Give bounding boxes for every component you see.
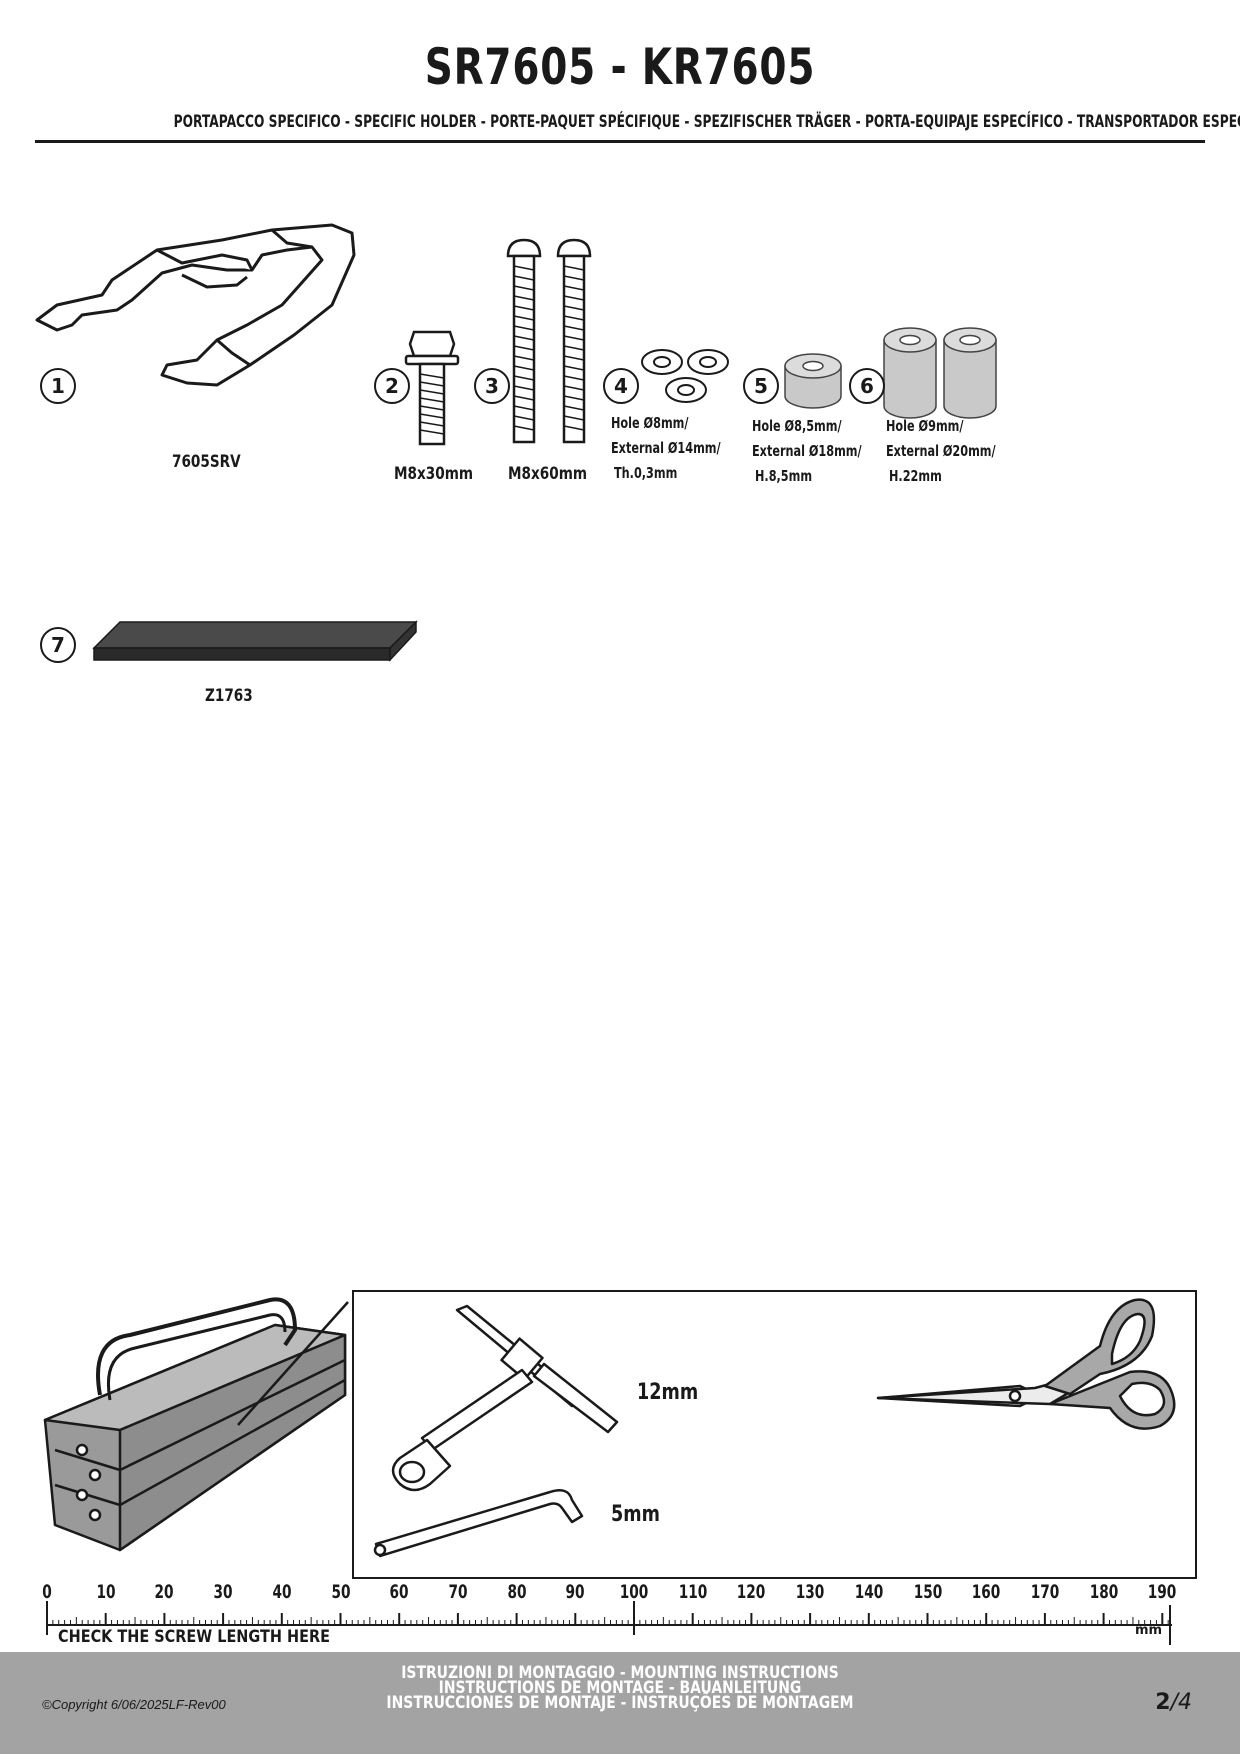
washer-icon	[641, 349, 729, 403]
part-label-3: M8x60mm	[508, 464, 588, 484]
part-label-7: Z1763	[205, 686, 253, 706]
ruler-tick-label: 190	[1148, 1581, 1177, 1603]
ruler-tick-label: 100	[619, 1581, 649, 1603]
part-spec-4: Hole Ø8mm/ External Ø14mm/ Th.0,3mm	[611, 411, 721, 486]
page-total: /4	[1170, 1690, 1192, 1715]
part-number-7: 7	[40, 627, 76, 663]
instruction-line-3: INSTRUCCIONES DE MONTAJE - INSTRUÇÕES DE…	[386, 1693, 854, 1713]
bolt-icon	[404, 330, 460, 446]
tall-spacer-icon	[883, 327, 997, 419]
spacer-icon	[784, 353, 842, 409]
rack-icon	[35, 223, 356, 387]
header-divider	[35, 140, 1205, 143]
part-label-2: M8x30mm	[394, 464, 474, 484]
ruler-tick-label: 80	[507, 1581, 527, 1603]
ruler-tick-label: 0	[42, 1581, 52, 1603]
part-number-1: 1	[40, 368, 76, 404]
ruler-scale	[46, 1601, 1172, 1645]
part-number-2: 2	[374, 368, 410, 404]
part-6-line-3: H.22mm	[889, 467, 942, 485]
ruler-tick-label: 170	[1030, 1581, 1060, 1603]
ruler-tick-label: 20	[154, 1581, 174, 1603]
part-spec-6: Hole Ø9mm/ External Ø20mm/ H.22mm	[886, 414, 996, 489]
copyright: ©Copyright 6/06/2025LF-Rev00	[42, 1697, 226, 1712]
part-4-line-3: Th.0,3mm	[614, 464, 678, 482]
ruler-tick-label: 150	[913, 1581, 942, 1603]
ruler-tick-label: 60	[389, 1581, 409, 1603]
ruler-tick-label: 90	[565, 1581, 585, 1603]
toolbox-icon	[43, 1297, 347, 1552]
part-4-line-2: External Ø14mm/	[611, 439, 721, 457]
instruction-line-2: INSTRUCTIONS DE MONTAGE - BAUANLEITUNG	[438, 1678, 802, 1698]
footer-bar	[0, 1652, 1240, 1754]
part-5-line-3: H.8,5mm	[755, 467, 813, 485]
scissors-icon	[876, 1298, 1176, 1430]
ruler-tick-label: 130	[795, 1581, 825, 1603]
instruction-line-1: ISTRUZIONI DI MONTAGGIO - MOUNTING INSTR…	[401, 1663, 839, 1683]
ruler-tick-label: 40	[272, 1581, 292, 1603]
part-number-6: 6	[849, 368, 885, 404]
part-number-4: 4	[603, 368, 639, 404]
socket-wrench-icon	[391, 1304, 619, 1492]
allen-key-size: 5mm	[611, 1502, 660, 1527]
ruler-unit: mm	[1135, 1623, 1163, 1638]
ruler-tick-label: 30	[213, 1581, 233, 1603]
callout-line	[237, 1301, 349, 1426]
ruler	[46, 1601, 1172, 1645]
ruler-tick-label: 140	[854, 1581, 884, 1603]
part-spec-5: Hole Ø8,5mm/ External Ø18mm/ H.8,5mm	[752, 414, 862, 489]
socket-wrench-size: 12mm	[637, 1380, 699, 1405]
part-6-line-1: Hole Ø9mm/	[886, 417, 964, 435]
long-bolt-icon	[506, 238, 592, 444]
part-6-line-2: External Ø20mm/	[886, 442, 996, 460]
part-number-3: 3	[474, 368, 510, 404]
instruction-titles: ISTRUZIONI DI MONTAGGIO - MOUNTING INSTR…	[112, 1663, 1129, 1713]
ruler-tick-label: 10	[96, 1581, 116, 1603]
pad-icon	[92, 620, 418, 662]
ruler-tick-label: 70	[448, 1581, 468, 1603]
allen-key-icon	[373, 1489, 584, 1558]
page-current: 2	[1155, 1690, 1171, 1715]
page-number: 2/4	[1155, 1690, 1192, 1715]
ruler-tick-label: 110	[678, 1581, 707, 1603]
page-subtitle: PORTAPACCO SPECIFICO - SPECIFIC HOLDER -…	[173, 112, 1240, 132]
page-title: SR7605 - KR7605	[424, 38, 816, 96]
ruler-note: CHECK THE SCREW LENGTH HERE	[58, 1627, 330, 1647]
ruler-tick-label: 180	[1089, 1581, 1118, 1603]
part-label-1: 7605SRV	[172, 452, 241, 472]
part-5-line-2: External Ø18mm/	[752, 442, 862, 460]
part-number-5: 5	[743, 368, 779, 404]
ruler-tick-label: 120	[737, 1581, 766, 1603]
ruler-tick-label: 160	[971, 1581, 1001, 1603]
part-4-line-1: Hole Ø8mm/	[611, 414, 689, 432]
ruler-tick-label: 50	[330, 1581, 351, 1603]
part-5-line-1: Hole Ø8,5mm/	[752, 417, 842, 435]
